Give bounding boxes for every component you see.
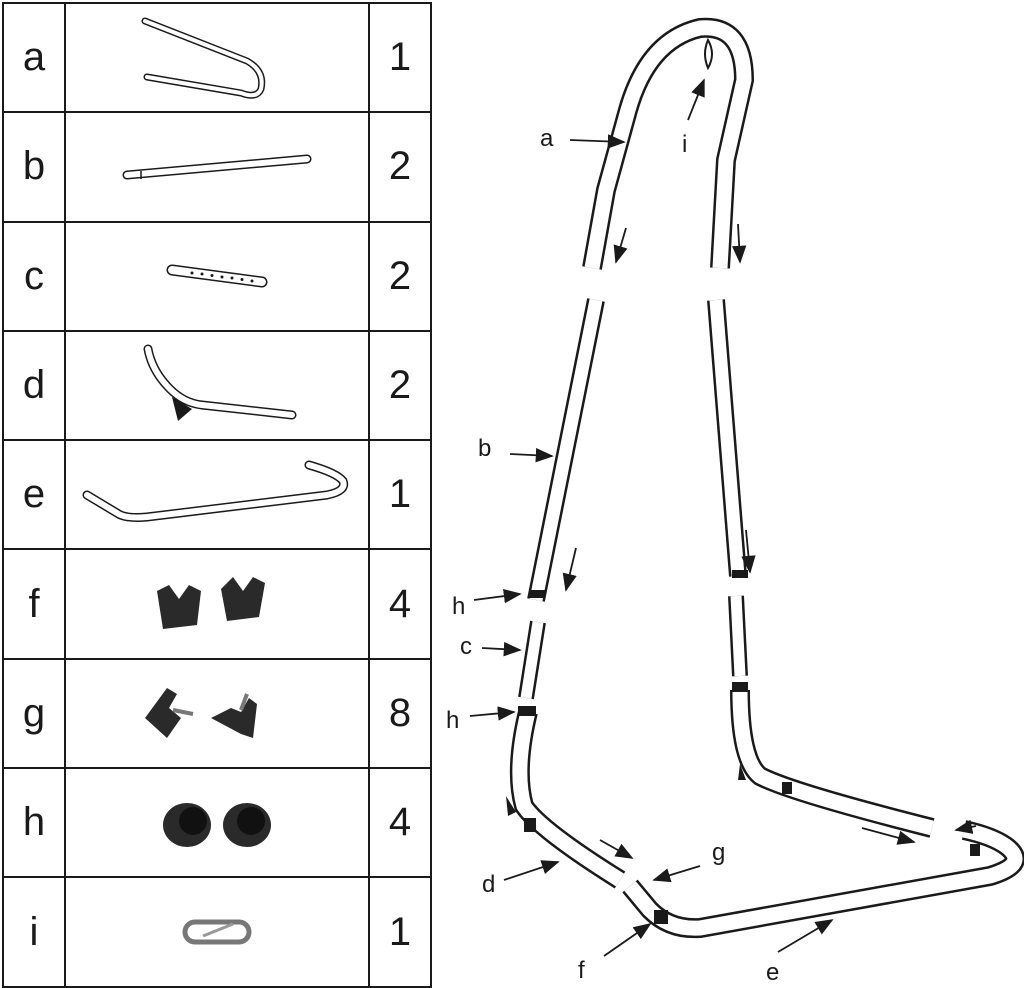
- part-quantity: 2: [368, 111, 432, 223]
- part-row-d: d 2: [2, 329, 432, 442]
- leg-tube-d-left: [509, 709, 626, 889]
- knob-g-left: [506, 796, 516, 816]
- part-quantity: 4: [368, 767, 432, 879]
- part-row-b: b 2: [2, 111, 432, 223]
- end-cap-f-base: [970, 844, 980, 856]
- label-f: f: [578, 957, 585, 984]
- base-bar-e: [622, 820, 1024, 939]
- part-letter: i: [2, 876, 66, 988]
- pole-tube-b-left: [527, 298, 605, 602]
- part-row-f: f 4: [2, 548, 432, 660]
- part-row-e: e 1: [2, 439, 432, 551]
- ring-h-left-upper: [529, 590, 545, 598]
- assembly-diagram: a i b h c h d g f e: [446, 17, 1024, 986]
- perforated-tube-icon: [64, 220, 370, 332]
- diagram-labels: a i b h c h d g f e: [446, 125, 779, 986]
- part-letter: d: [2, 329, 66, 442]
- ring-h-left-lower: [518, 706, 536, 716]
- base-bar-icon: [64, 439, 370, 551]
- label-d: d: [482, 871, 495, 898]
- ring-h-right-lower: [732, 682, 748, 692]
- part-letter: h: [2, 767, 66, 879]
- part-quantity: 1: [368, 876, 432, 988]
- end-cap-f-left: [524, 818, 536, 832]
- straight-tube-icon: [64, 111, 370, 223]
- adjust-tube-c-left: [518, 620, 546, 700]
- end-cap-f-right: [782, 782, 792, 794]
- part-row-g: g 8: [2, 657, 432, 770]
- label-a: a: [540, 125, 554, 152]
- part-quantity: 8: [368, 657, 432, 770]
- bent-leg-tube-icon: [64, 329, 370, 442]
- label-i: i: [682, 131, 687, 158]
- end-cap-f: [654, 910, 668, 924]
- part-letter: e: [2, 439, 66, 551]
- fittings: [506, 570, 980, 924]
- label-c: c: [460, 633, 472, 660]
- label-h-upper: h: [452, 593, 465, 620]
- part-quantity: 1: [368, 439, 432, 551]
- parts-list-table: a 1 b 2 c: [2, 1, 432, 988]
- knob-g-right: [738, 764, 746, 780]
- part-quantity: 4: [368, 548, 432, 660]
- label-g: g: [712, 839, 725, 866]
- part-row-h: h 4: [2, 767, 432, 879]
- part-row-a: a 1: [2, 1, 432, 114]
- carabiner-icon: [64, 876, 370, 988]
- frame-tubes: [509, 17, 1024, 939]
- part-letter: b: [2, 111, 66, 223]
- label-b: b: [478, 435, 491, 462]
- end-cap-icon: [64, 548, 370, 660]
- knob-screw-icon: [64, 657, 370, 770]
- adjust-tube-c-right: [728, 595, 748, 677]
- leg-tube-d-right: [730, 689, 935, 838]
- ring-h-right-upper: [732, 570, 748, 578]
- carabiner-hook-i: [704, 37, 713, 71]
- part-row-i: i 1: [2, 876, 432, 988]
- upper-arch-tube-icon: [64, 1, 370, 114]
- part-quantity: 2: [368, 329, 432, 442]
- part-letter: a: [2, 1, 66, 114]
- rubber-ring-icon: [64, 767, 370, 879]
- direction-arrows: [469, 78, 977, 957]
- part-letter: g: [2, 657, 66, 770]
- part-letter: f: [2, 548, 66, 660]
- part-quantity: 2: [368, 220, 432, 332]
- pole-tube-b-right: [707, 299, 747, 577]
- part-quantity: 1: [368, 1, 432, 114]
- arch-tube-a: [582, 17, 755, 270]
- part-letter: c: [2, 220, 66, 332]
- part-row-c: c 2: [2, 220, 432, 332]
- label-h-lower: h: [446, 707, 459, 734]
- label-e: e: [766, 959, 779, 986]
